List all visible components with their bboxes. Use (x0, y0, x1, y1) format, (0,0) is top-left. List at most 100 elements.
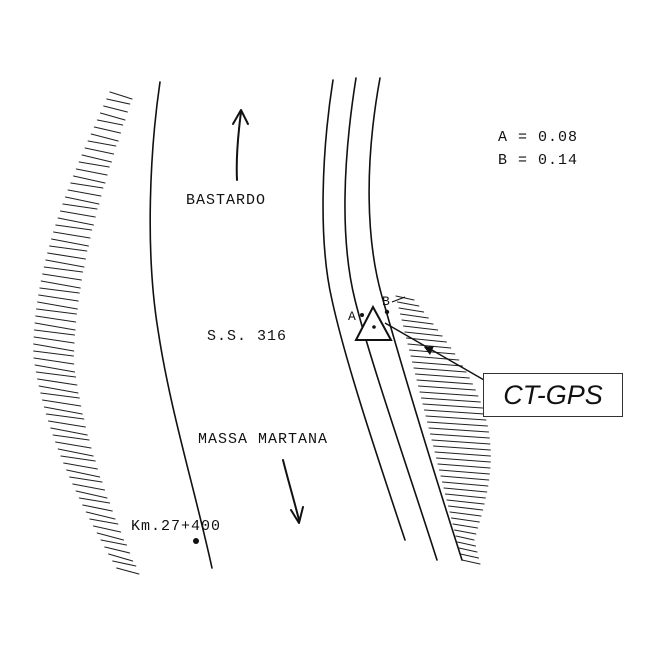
hatch-mark (395, 295, 415, 301)
hatch-mark (441, 481, 489, 487)
hatch-mark (70, 182, 104, 189)
hatch-mark (426, 421, 488, 427)
hatch-mark (425, 415, 487, 421)
point-b-label: B (382, 294, 390, 309)
road-lane-line-1 (322, 79, 406, 541)
hatch-mark (407, 343, 452, 349)
hatch-mark (443, 487, 488, 493)
hatch-mark (52, 434, 90, 441)
hatch-mark (96, 119, 124, 126)
hatch-mark (55, 224, 93, 231)
hatch-mark (435, 457, 491, 463)
hatch-mark (103, 105, 128, 113)
hatch-mark (93, 126, 121, 134)
point-b-dot (384, 309, 390, 315)
hatch-mark (43, 266, 84, 273)
hatch-mark (85, 511, 116, 520)
hatch-mark (34, 322, 76, 331)
hatch-mark (69, 476, 103, 483)
hatch-mark (108, 553, 134, 562)
hatch-mark (417, 385, 476, 391)
hatch-mark (438, 469, 490, 475)
hatch-mark (422, 403, 484, 409)
hatch-mark (40, 392, 80, 399)
hatch-mark (431, 439, 491, 445)
hatch-mark (456, 541, 477, 547)
hatch-mark (416, 379, 473, 385)
hatch-mark (78, 497, 111, 504)
hatch-mark (35, 315, 77, 323)
hatch-mark (398, 307, 425, 313)
left-embankment-hatching (33, 91, 140, 575)
hatch-mark (64, 196, 100, 205)
hatch-mark (38, 294, 79, 302)
hatch-mark (106, 98, 131, 105)
hatch-mark (449, 511, 482, 517)
hatch-mark (33, 336, 75, 344)
hatch-mark (57, 217, 94, 226)
hatch-mark (440, 475, 490, 481)
hatch-mark (87, 140, 117, 147)
hatch-mark (75, 168, 108, 176)
hatch-mark (39, 287, 80, 294)
hatch-mark (63, 462, 98, 470)
hatch-mark (62, 203, 98, 210)
hatch-mark (37, 301, 78, 310)
hatch-mark (33, 343, 75, 352)
hatch-mark (33, 329, 76, 336)
hatch-mark (75, 490, 108, 499)
hatch-mark (459, 553, 480, 559)
hatch-mark (49, 245, 88, 252)
hatch-mark (90, 133, 119, 142)
label-bastardo: BASTARDO (186, 192, 266, 209)
ct-gps-callout: CT-GPS (483, 373, 623, 417)
label-massa-martana: MASSA MARTANA (198, 431, 328, 448)
hatch-mark (43, 406, 83, 415)
hatch-mark (35, 371, 77, 378)
hatch-mark (41, 399, 82, 407)
hatch-mark (104, 546, 131, 554)
hatch-mark (434, 451, 491, 457)
hatch-mark (42, 273, 82, 281)
hatch-mark (461, 559, 481, 565)
hatch-mark (84, 147, 115, 155)
hatch-mark (59, 210, 96, 218)
hatch-mark (419, 391, 479, 397)
hatch-mark (72, 175, 106, 184)
label-road-name: S.S. 316 (207, 328, 287, 345)
hatch-mark (429, 433, 490, 439)
hatch-mark (37, 378, 78, 386)
hatch-mark (81, 154, 112, 163)
hatch-mark (447, 505, 484, 511)
hatch-mark (55, 441, 92, 449)
point-a-label: A (348, 309, 356, 324)
right-embankment-hatching (395, 295, 491, 565)
hatch-mark (109, 91, 133, 100)
road-right-edge (368, 77, 463, 561)
hatch-mark (45, 259, 85, 268)
hatch-mark (411, 361, 463, 367)
hatch-mark (33, 357, 75, 365)
hatch-mark (401, 319, 434, 325)
hatch-mark (455, 535, 475, 541)
hatch-mark (66, 469, 101, 478)
hatch-mark (89, 518, 119, 525)
hatch-mark (99, 112, 126, 121)
label-km-marker: Km.27+400 (131, 518, 221, 535)
road-lane-line-2 (344, 77, 438, 561)
arrow-up-icon (232, 109, 249, 181)
hatch-mark (36, 308, 77, 315)
hatch-mark (33, 350, 74, 357)
hatch-mark (432, 445, 491, 451)
hatch-mark (404, 331, 443, 337)
hatch-mark (38, 385, 79, 394)
km-marker-dot (193, 538, 199, 544)
hatch-mark (40, 280, 81, 289)
hatch-mark (408, 349, 456, 355)
triangle-station-icon (354, 304, 393, 341)
hatch-mark (402, 325, 439, 331)
hatch-mark (423, 409, 485, 415)
hatch-mark (413, 367, 467, 373)
legend-line-a: A = 0.08 (498, 129, 578, 146)
